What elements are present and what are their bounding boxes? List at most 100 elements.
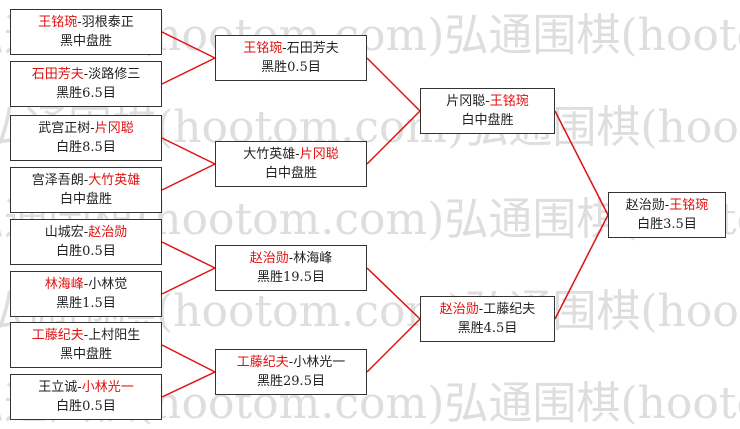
- connector-line: [554, 110, 609, 216]
- match-result: 黑胜19.5目: [257, 270, 325, 285]
- connector-line: [161, 267, 216, 295]
- match-players: 王铭琬-石田芳夫: [216, 39, 366, 58]
- match-result: 白胜0.5目: [56, 399, 116, 414]
- winner-name: 片冈聪: [94, 121, 134, 136]
- connector-line: [366, 267, 421, 320]
- connector-line: [161, 163, 216, 191]
- winner-name: 片冈聪: [299, 147, 339, 162]
- winner-name: 石田芳夫: [31, 67, 84, 82]
- match-result: 黑胜6.5目: [56, 86, 116, 101]
- winner-name: 小林光一: [81, 380, 134, 395]
- separator: -: [288, 251, 294, 266]
- connector-line: [366, 318, 421, 373]
- loser-name: 工藤纪夫: [483, 302, 536, 317]
- match-result: 黑胜29.5目: [257, 374, 325, 389]
- connector-line: [554, 214, 609, 320]
- match-players: 工藤纪夫-小林光一: [216, 353, 366, 372]
- round3-match-1: 片冈聪-王铭琬白中盘胜: [420, 88, 555, 134]
- winner-name: 赵治勋: [439, 302, 479, 317]
- loser-name: 山城宏: [44, 225, 84, 240]
- match-players: 石田芳夫-淡路修三: [11, 65, 161, 84]
- match-players: 王立诚-小林光一: [11, 378, 161, 397]
- loser-name: 片冈聪: [446, 94, 486, 109]
- separator: -: [664, 198, 670, 213]
- separator: -: [90, 121, 95, 136]
- round1-match-7: 工藤纪夫-上村阳生黑中盘胜: [10, 322, 162, 368]
- separator: -: [83, 277, 89, 292]
- match-players: 宫泽吾朗-大竹英雄: [11, 171, 161, 190]
- match-result: 黑胜4.5目: [457, 321, 518, 336]
- final-match-1: 赵治勋-王铭琬白胜3.5目: [608, 192, 726, 238]
- match-players: 片冈聪-王铭琬: [421, 92, 554, 111]
- loser-name: 石田芳夫: [286, 41, 339, 56]
- loser-name: 王立诚: [38, 380, 78, 395]
- match-players: 赵治勋-工藤纪夫: [421, 300, 554, 319]
- loser-name: 羽根泰正: [81, 15, 134, 30]
- winner-name: 林海峰: [44, 277, 84, 292]
- round2-match-4: 工藤纪夫-小林光一黑胜29.5目: [215, 349, 367, 395]
- match-result: 白胜8.5目: [56, 140, 116, 155]
- winner-name: 工藤纪夫: [236, 355, 289, 370]
- round2-match-1: 王铭琬-石田芳夫黑胜0.5目: [215, 35, 367, 81]
- match-players: 大竹英雄-片冈聪: [216, 145, 366, 164]
- match-players: 林海峰-小林觉: [11, 275, 161, 294]
- winner-name: 大竹英雄: [88, 173, 141, 188]
- winner-name: 王铭琬: [489, 94, 529, 109]
- winner-name: 赵治勋: [249, 251, 289, 266]
- loser-name: 上村阳生: [88, 328, 141, 343]
- match-result: 白中盘胜: [59, 192, 112, 207]
- match-result: 黑中盘胜: [59, 347, 112, 362]
- match-players: 王铭琬-羽根泰正: [11, 13, 161, 32]
- separator: -: [77, 380, 82, 395]
- separator: -: [282, 41, 287, 56]
- loser-name: 小林觉: [88, 277, 128, 292]
- match-result: 黑胜1.5目: [56, 296, 116, 311]
- match-result: 白中盘胜: [264, 166, 317, 181]
- separator: -: [485, 94, 490, 109]
- loser-name: 宫泽吾朗: [31, 173, 84, 188]
- separator: -: [83, 328, 89, 343]
- match-result: 白胜0.5目: [56, 244, 116, 259]
- round1-match-5: 山城宏-赵治勋白胜0.5目: [10, 219, 162, 265]
- connector-line: [161, 371, 216, 398]
- loser-name: 武宫正树: [38, 121, 91, 136]
- winner-name: 王铭琬: [38, 15, 78, 30]
- round1-match-1: 王铭琬-羽根泰正黑中盘胜: [10, 9, 162, 55]
- connector-line: [161, 241, 216, 269]
- loser-name: 小林光一: [293, 355, 346, 370]
- loser-name: 淡路修三: [88, 67, 141, 82]
- round1-match-4: 宫泽吾朗-大竹英雄白中盘胜: [10, 167, 162, 213]
- round1-match-6: 林海峰-小林觉黑胜1.5目: [10, 271, 162, 317]
- round2-match-2: 大竹英雄-片冈聪白中盘胜: [215, 141, 367, 187]
- round1-match-2: 石田芳夫-淡路修三黑胜6.5目: [10, 61, 162, 107]
- loser-name: 赵治勋: [625, 198, 665, 213]
- round1-match-8: 王立诚-小林光一白胜0.5目: [10, 374, 162, 420]
- connector-line: [161, 344, 216, 373]
- round2-match-3: 赵治勋-林海峰黑胜19.5目: [215, 245, 367, 291]
- match-result: 白中盘胜: [461, 113, 514, 128]
- match-players: 武宫正树-片冈聪: [11, 119, 161, 138]
- match-players: 赵治勋-王铭琬: [609, 196, 725, 215]
- winner-name: 赵治勋: [88, 225, 128, 240]
- separator: -: [83, 67, 89, 82]
- match-players: 山城宏-赵治勋: [11, 223, 161, 242]
- connector-line: [161, 137, 216, 165]
- match-players: 赵治勋-林海峰: [216, 249, 366, 268]
- round1-match-3: 武宫正树-片冈聪白胜8.5目: [10, 115, 162, 161]
- match-players: 工藤纪夫-上村阳生: [11, 326, 161, 345]
- connector-line: [366, 110, 421, 165]
- separator: -: [83, 225, 89, 240]
- separator: -: [77, 15, 82, 30]
- separator: -: [83, 173, 89, 188]
- match-result: 白胜3.5目: [637, 217, 697, 232]
- round3-match-2: 赵治勋-工藤纪夫黑胜4.5目: [420, 296, 555, 342]
- match-result: 黑中盘胜: [59, 34, 112, 49]
- loser-name: 大竹英雄: [243, 147, 296, 162]
- separator: -: [295, 147, 300, 162]
- winner-name: 王铭琬: [669, 198, 709, 213]
- match-result: 黑胜0.5目: [261, 60, 321, 75]
- loser-name: 林海峰: [293, 251, 333, 266]
- separator: -: [288, 355, 294, 370]
- connector-line: [161, 57, 216, 85]
- separator: -: [478, 302, 484, 317]
